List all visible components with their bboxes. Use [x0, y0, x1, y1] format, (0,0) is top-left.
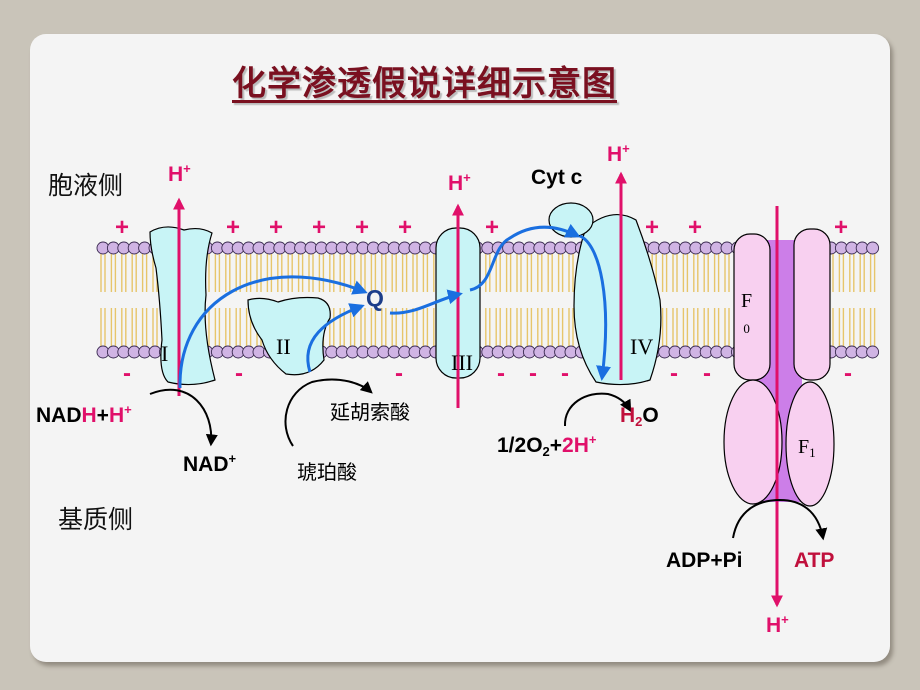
plus-mark: +	[312, 214, 327, 241]
f1-left-subunit	[723, 379, 783, 505]
proton-label-complex-iv: H+	[607, 140, 630, 166]
nad-label: NAD+	[183, 450, 237, 476]
electron-arrow-i-to-q	[178, 275, 368, 389]
minus-mark: -	[703, 360, 711, 387]
matrix-side-label: 基质侧	[58, 505, 134, 534]
atp-synthesis-arrow	[732, 498, 828, 541]
minus-mark: -	[497, 360, 505, 387]
proton-flow-arrows	[173, 171, 783, 608]
succinate-oxidation-arrow	[284, 378, 373, 447]
ubiquinone-label: Q	[366, 285, 384, 311]
adp-pi-label: ADP+Pi	[666, 549, 743, 572]
complex-ii-shape	[247, 296, 331, 376]
electron-arrow-iii-to-cytc	[469, 223, 581, 292]
complex-ii-label: II	[276, 334, 291, 359]
plus-mark: +	[355, 214, 370, 241]
proton-label-complex-i: H+	[168, 160, 191, 186]
nadh-oxidation-arrow	[149, 388, 218, 447]
f1-label: F1	[798, 436, 816, 460]
fumarate-label: 延胡索酸	[330, 400, 410, 424]
oxygen-label: 1/2O2+2H+	[497, 431, 597, 459]
minus-mark: -	[235, 360, 243, 387]
cytochrome-c-label: Cyt c	[531, 166, 583, 189]
water-label: H2O	[620, 404, 659, 429]
plus-mark: +	[485, 214, 500, 241]
minus-mark: -	[529, 360, 537, 387]
electron-arrow-cytc-to-iv	[579, 234, 611, 381]
complex-iii-label: III	[451, 350, 473, 375]
electron-arrow-q-to-iii	[389, 289, 463, 315]
electron-arrow-ii-to-q	[306, 303, 365, 373]
oxygen-reduction-arrow	[563, 392, 632, 427]
plus-mark: +	[398, 214, 413, 241]
minus-mark: -	[123, 360, 131, 387]
plus-mark: +	[688, 214, 703, 241]
plus-mark: +	[115, 214, 130, 241]
complex-i-label: I	[161, 341, 169, 366]
proton-label-complex-iii: H+	[448, 169, 471, 195]
atp-label: ATP	[794, 549, 835, 572]
diagram-title: 化学渗透假说详细示意图	[232, 64, 617, 104]
minus-mark: -	[395, 360, 403, 387]
atp-synthase	[723, 228, 835, 507]
proton-label-atp-synthase: H+	[766, 611, 789, 637]
electron-transfer-arrows	[178, 223, 611, 389]
complex-iv-label: IV	[630, 334, 654, 359]
minus-mark: -	[844, 360, 852, 387]
reaction-arrows	[149, 378, 828, 541]
minus-mark: -	[561, 360, 569, 387]
plus-mark: +	[269, 214, 284, 241]
complex-i-shape	[149, 226, 216, 386]
plus-mark: +	[645, 214, 660, 241]
nadh-label: NADH+H+	[36, 401, 132, 427]
plus-mark: +	[834, 214, 849, 241]
f1-right-subunit	[785, 381, 835, 507]
plus-mark: +	[226, 214, 241, 241]
f0-right-subunit	[793, 228, 831, 381]
succinate-label: 琥珀酸	[297, 460, 357, 484]
cytosol-side-label: 胞液侧	[48, 171, 124, 200]
minus-mark: -	[670, 360, 678, 387]
